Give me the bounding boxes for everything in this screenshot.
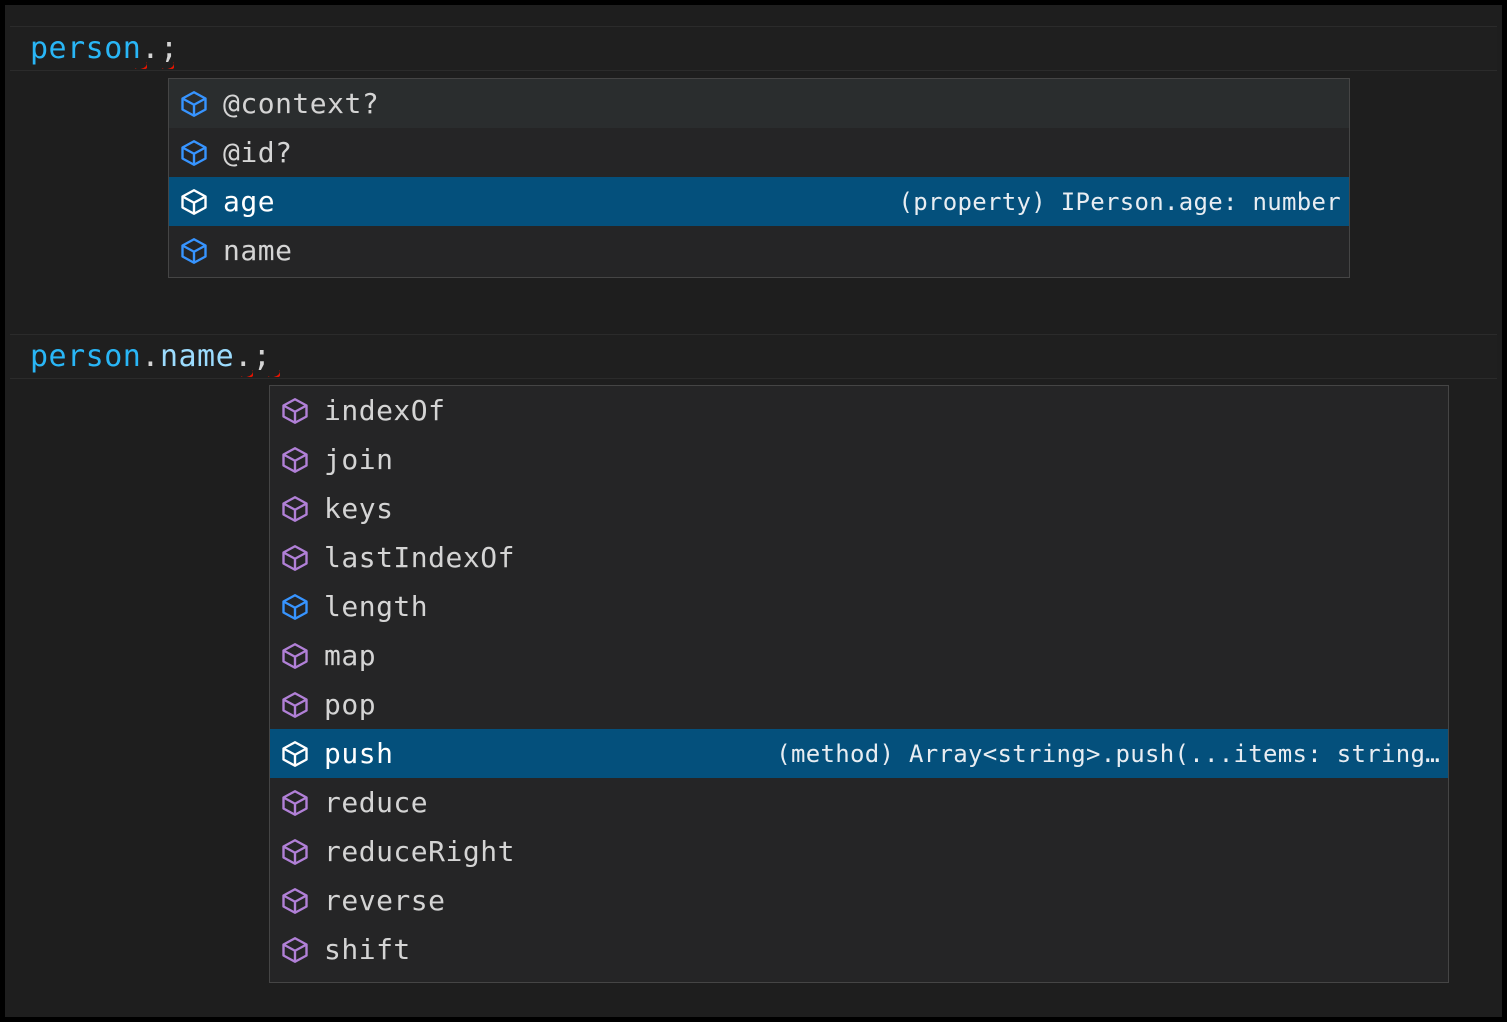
code-token-dot: . bbox=[141, 339, 160, 374]
suggest-row[interactable]: length bbox=[270, 582, 1448, 631]
suggest-widget-string-array-members[interactable]: indexOf join keys lastIndexOf bbox=[269, 385, 1449, 983]
suggest-row[interactable]: reduce bbox=[270, 778, 1448, 827]
suggest-row-label: reduceRight bbox=[324, 835, 515, 868]
error-squiggle-icon bbox=[130, 62, 147, 69]
method-cube-icon bbox=[280, 445, 310, 475]
suggest-row-label: reduce bbox=[324, 786, 428, 819]
method-cube-icon bbox=[280, 886, 310, 916]
method-cube-icon bbox=[280, 935, 310, 965]
suggest-row[interactable]: @context? bbox=[169, 79, 1349, 128]
suggest-row[interactable]: @id? bbox=[169, 128, 1349, 177]
suggest-row-label: push bbox=[324, 737, 393, 770]
suggest-row-label: lastIndexOf bbox=[324, 541, 515, 574]
error-squiggle-icon bbox=[263, 370, 280, 377]
method-cube-icon bbox=[280, 396, 310, 426]
suggest-row[interactable]: pop bbox=[270, 680, 1448, 729]
suggest-row-label: length bbox=[324, 590, 428, 623]
suggest-row-detail: (method) Array<string>.push(...items: st… bbox=[776, 740, 1442, 768]
code-token-dot: . bbox=[234, 339, 253, 374]
error-squiggle-icon bbox=[157, 62, 174, 69]
code-token-semicolon: ; bbox=[160, 31, 179, 66]
suggest-row[interactable]: lastIndexOf bbox=[270, 533, 1448, 582]
suggest-row-label: @context? bbox=[223, 87, 379, 120]
suggest-row-label: @id? bbox=[223, 136, 292, 169]
suggest-row-detail: (property) IPerson.age: number bbox=[899, 188, 1343, 216]
code-token-dot: . bbox=[141, 31, 160, 66]
suggest-row-label: keys bbox=[324, 492, 393, 525]
code-token-variable: person bbox=[30, 339, 141, 374]
code-token-variable: person bbox=[30, 31, 141, 66]
suggest-row-label: shift bbox=[324, 933, 411, 966]
property-cube-icon bbox=[179, 138, 209, 168]
suggest-row[interactable]: name bbox=[169, 226, 1349, 275]
suggest-row[interactable]: reduceRight bbox=[270, 827, 1448, 876]
method-cube-icon bbox=[280, 837, 310, 867]
method-cube-icon bbox=[280, 543, 310, 573]
suggest-row-label: reverse bbox=[324, 884, 446, 917]
suggest-widget-person-members[interactable]: @context? @id? age (property) IPerson.ag… bbox=[168, 78, 1350, 278]
method-cube-icon bbox=[280, 739, 310, 769]
suggest-row[interactable]: indexOf bbox=[270, 386, 1448, 435]
method-cube-icon bbox=[280, 690, 310, 720]
code-token-semicolon: ; bbox=[253, 339, 272, 374]
suggest-row-label: indexOf bbox=[324, 394, 446, 427]
property-cube-icon bbox=[179, 89, 209, 119]
suggest-row-label: name bbox=[223, 234, 292, 267]
suggest-row-label: age bbox=[223, 185, 275, 218]
error-squiggle-icon bbox=[236, 370, 253, 377]
suggest-row[interactable]: join bbox=[270, 435, 1448, 484]
suggest-row[interactable]: reverse bbox=[270, 876, 1448, 925]
suggest-row-label: map bbox=[324, 639, 376, 672]
code-line-1[interactable]: person.; bbox=[10, 26, 1497, 71]
method-cube-icon bbox=[280, 494, 310, 524]
property-cube-icon bbox=[179, 187, 209, 217]
suggest-row[interactable]: shift bbox=[270, 925, 1448, 974]
method-cube-icon bbox=[280, 641, 310, 671]
suggest-row-selected[interactable]: push (method) Array<string>.push(...item… bbox=[270, 729, 1448, 778]
property-cube-icon bbox=[179, 236, 209, 266]
suggest-row[interactable]: map bbox=[270, 631, 1448, 680]
suggest-row[interactable]: keys bbox=[270, 484, 1448, 533]
code-line-2[interactable]: person.name.; bbox=[10, 334, 1497, 379]
method-cube-icon bbox=[280, 788, 310, 818]
suggest-row-selected[interactable]: age (property) IPerson.age: number bbox=[169, 177, 1349, 226]
suggest-row-label: join bbox=[324, 443, 393, 476]
suggest-row-label: pop bbox=[324, 688, 376, 721]
property-cube-icon bbox=[280, 592, 310, 622]
code-token-property: name bbox=[160, 339, 234, 374]
